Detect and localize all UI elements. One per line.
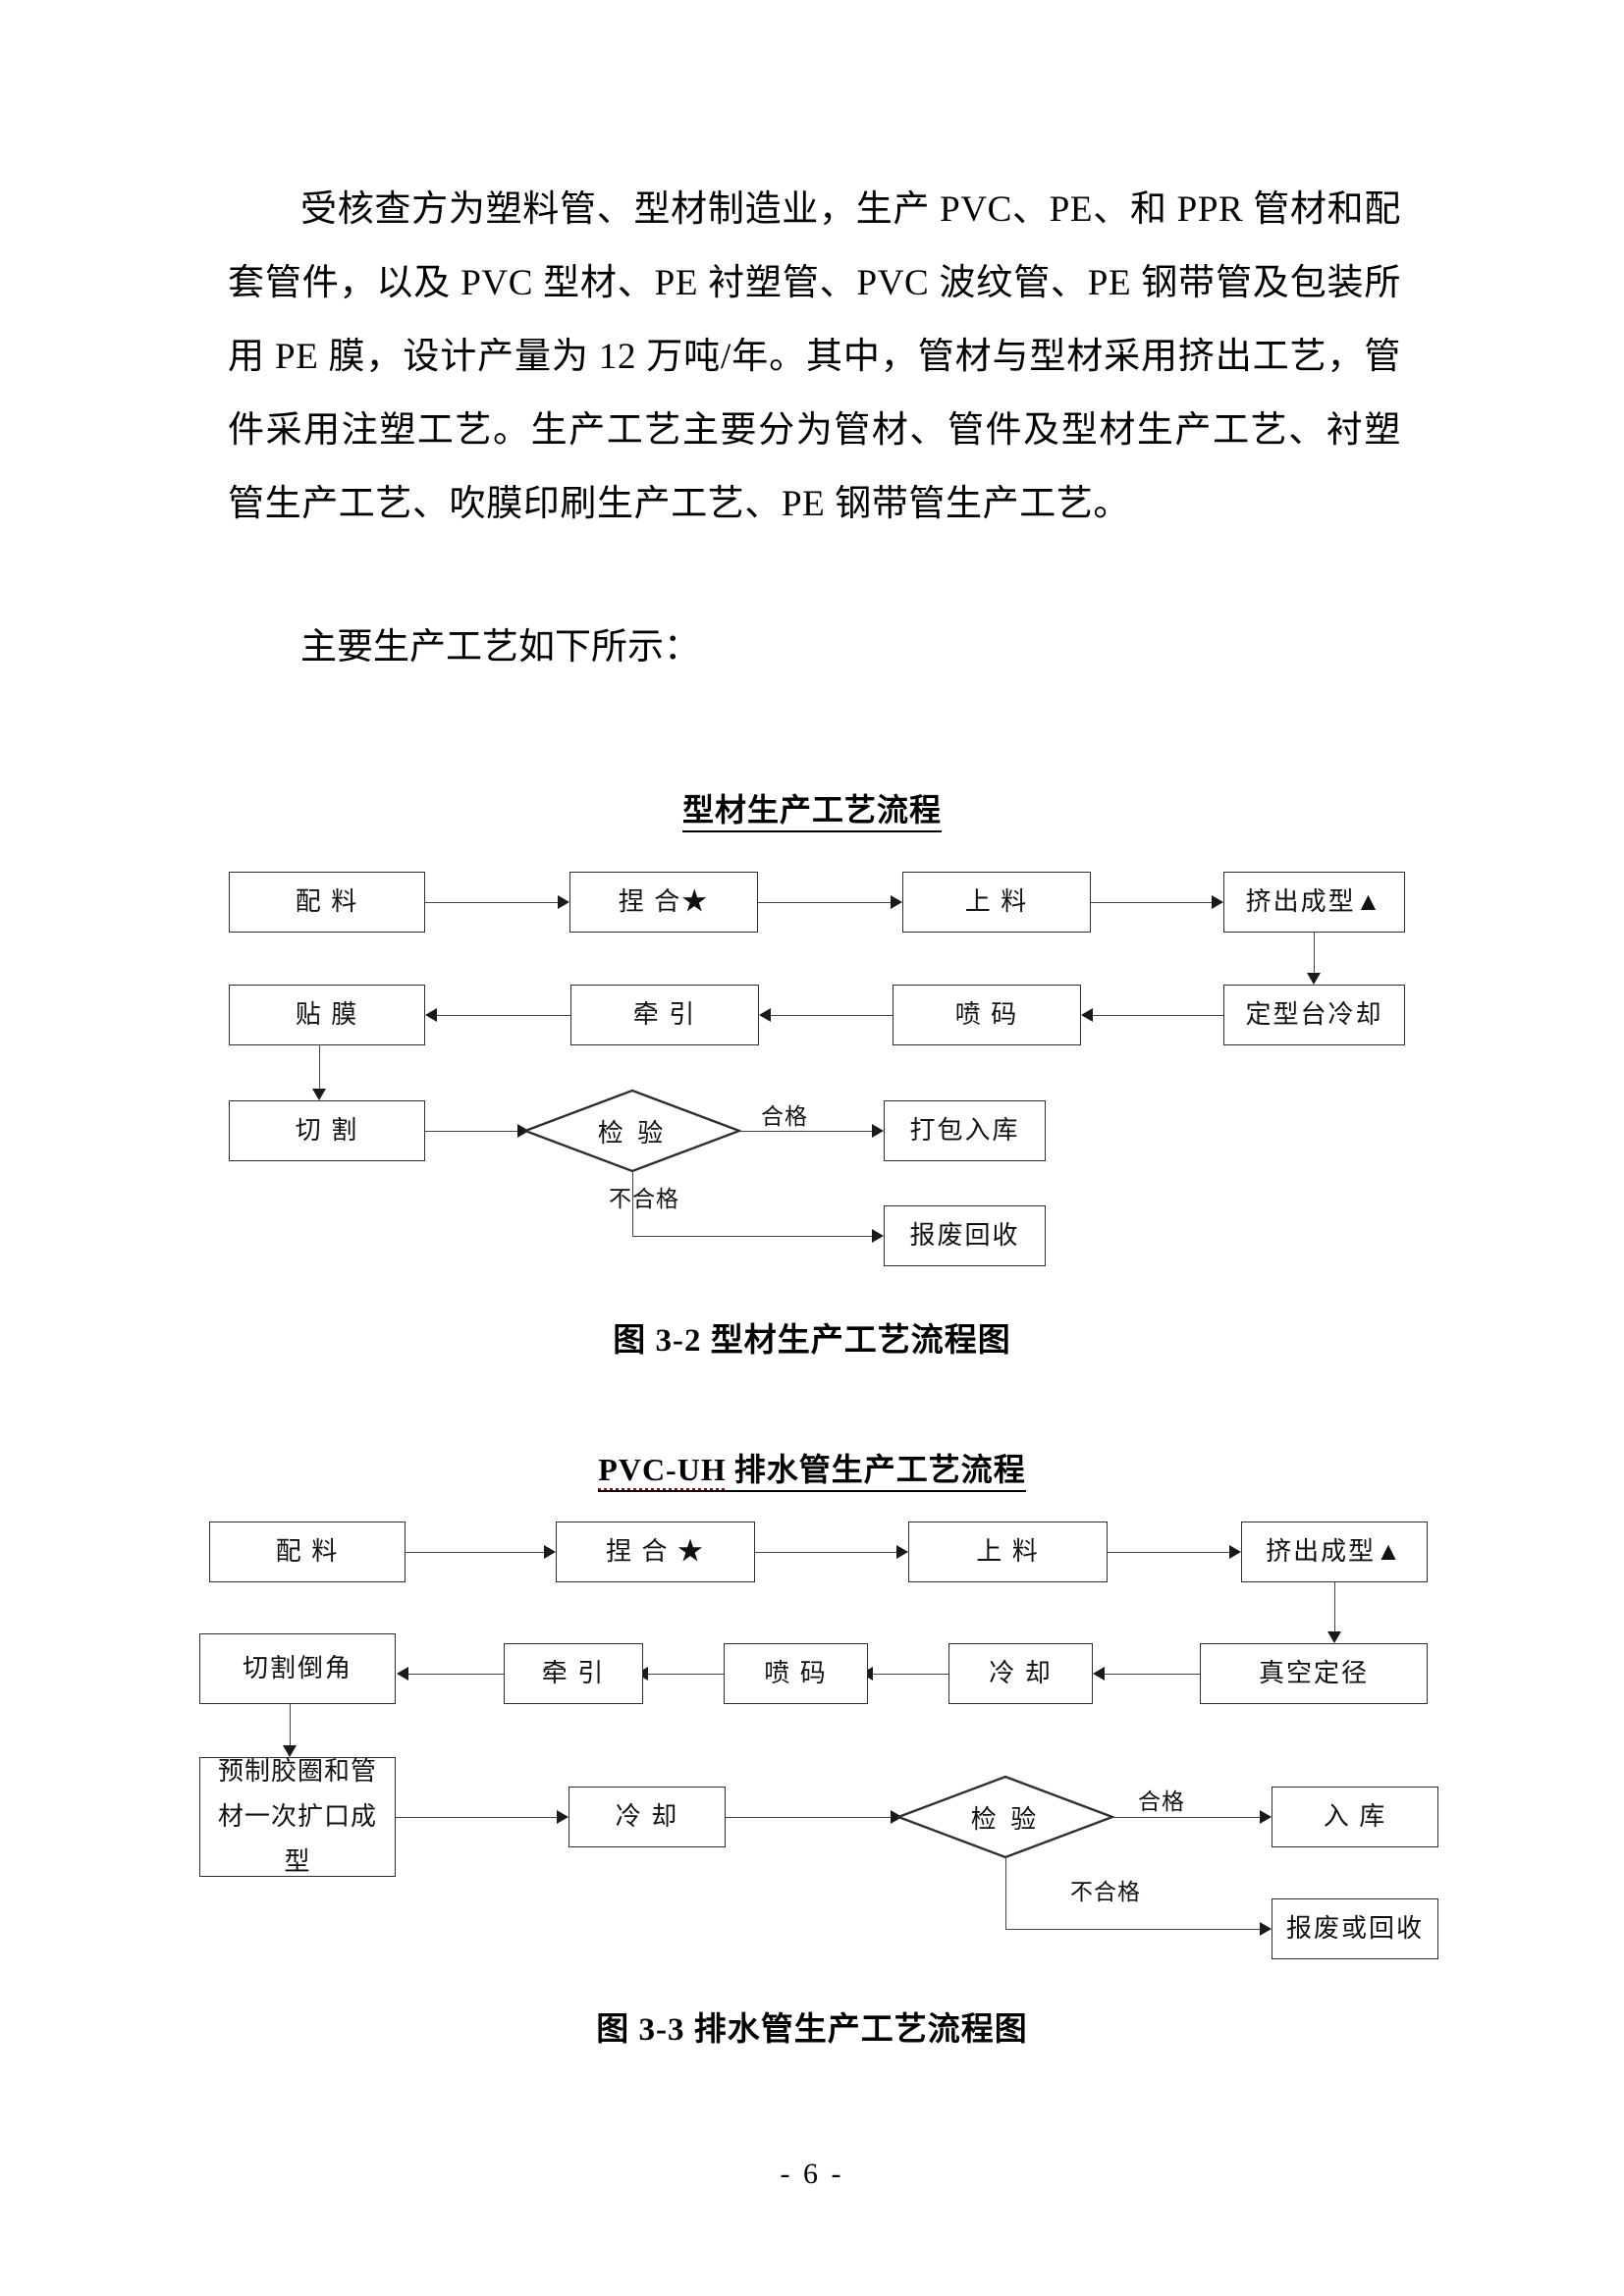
node-niehe-2: 捏 合 ★ <box>556 1522 755 1582</box>
arrow-pass-1-icon <box>872 1124 884 1138</box>
node-jianyan-diamond-2: 检 验 <box>896 1775 1114 1859</box>
edge2-n8-n9 <box>408 1674 504 1675</box>
arrow2-fail-icon <box>1260 1922 1272 1936</box>
paragraph-1-text: 受核查方为塑料管、型材制造业，生产 PVC、PE、和 PPR 管材和配套管件，以… <box>228 189 1401 524</box>
node-qianyin-1: 牵 引 <box>570 985 759 1045</box>
edge2-n4-n5 <box>1334 1582 1335 1633</box>
edge-pass-1 <box>739 1131 874 1132</box>
node-qiege-1: 切 割 <box>229 1100 425 1161</box>
edge2-n10-n11 <box>396 1817 559 1818</box>
arrow2-n3-n4-icon <box>1229 1545 1241 1559</box>
node-jianyan-label-2: 检 验 <box>970 1804 1041 1834</box>
edge-n4-n5 <box>1314 933 1315 975</box>
figure-1-caption: 图 3-2 型材生产工艺流程图 <box>613 1323 1011 1359</box>
edge-n9-n10 <box>425 1131 523 1132</box>
edge2-pass <box>1112 1817 1262 1818</box>
edge2-n9-n10 <box>290 1704 291 1747</box>
edge2-n3-n4 <box>1108 1552 1231 1553</box>
arrow-n1-n2-icon <box>558 895 569 909</box>
edge-n3-n4 <box>1091 902 1214 903</box>
paragraph-1: 受核查方为塑料管、型材制造业，生产 PVC、PE、和 PPR 管材和配套管件，以… <box>228 173 1401 541</box>
node-shangliao-1: 上 料 <box>902 872 1091 933</box>
arrow2-pass-icon <box>1260 1810 1272 1824</box>
node-baofeihuishou-1: 报废回收 <box>884 1205 1046 1266</box>
edge-label-fail-2: 不合格 <box>1070 1880 1141 1904</box>
node-zhenkongdingjing-2: 真空定径 <box>1200 1643 1428 1704</box>
edge-n1-n2 <box>425 902 560 903</box>
arrow-n5-n6-icon <box>1081 1008 1093 1022</box>
edge-n6-n7 <box>771 1015 893 1016</box>
figure-1-title-text: 型材生产工艺流程 <box>681 792 942 832</box>
edge-fail-horiz-1 <box>632 1236 874 1237</box>
node-shangliao-2: 上 料 <box>908 1522 1108 1582</box>
arrow-n3-n4-icon <box>1212 895 1223 909</box>
arrow2-n4-n5-icon <box>1327 1631 1341 1643</box>
node-peiliao-2: 配 料 <box>209 1522 406 1582</box>
arrow-n6-n7-icon <box>759 1008 771 1022</box>
node-qiegedaojiao-2: 切割倒角 <box>199 1633 396 1704</box>
edge-label-fail-1: 不合格 <box>609 1187 679 1211</box>
node-penma-1: 喷 码 <box>893 985 1081 1045</box>
node-ruku-2: 入 库 <box>1272 1787 1438 1847</box>
node-jianyan-diamond-1: 检 验 <box>523 1089 741 1173</box>
arrow-n2-n3-icon <box>891 895 902 909</box>
node-qianyin-2: 牵 引 <box>504 1643 643 1704</box>
node-yuzhi-jiaoquan-2: 预制胶圈和管材一次扩口成型 <box>199 1757 396 1877</box>
edge-label-pass-2: 合格 <box>1138 1789 1185 1814</box>
node-tiemo-1: 贴 膜 <box>229 985 425 1045</box>
edge-n2-n3 <box>758 902 893 903</box>
edge2-n5-n6 <box>1105 1674 1200 1675</box>
paragraph-2: 主要生产工艺如下所示： <box>228 611 1401 684</box>
edge2-n6-n7 <box>873 1674 948 1675</box>
figure-2-caption: 图 3-3 排水管生产工艺流程图 <box>596 2012 1028 2048</box>
arrow2-n2-n3-icon <box>896 1545 908 1559</box>
edge2-fail-vert <box>1005 1857 1006 1929</box>
node-penma-2: 喷 码 <box>724 1643 868 1704</box>
node-lengque-2: 冷 却 <box>948 1643 1093 1704</box>
edge-n8-n9 <box>319 1045 320 1091</box>
arrow2-n1-n2-icon <box>544 1545 556 1559</box>
paragraph-2-text: 主要生产工艺如下所示： <box>300 627 700 667</box>
node-dabaoruku-1: 打包入库 <box>884 1100 1046 1161</box>
arrow-fail-1-icon <box>872 1229 884 1243</box>
node-jianyan-label-1: 检 验 <box>597 1118 668 1148</box>
node-dingxingtai-lengque-1: 定型台冷却 <box>1223 985 1405 1045</box>
arrow2-n5-n6-icon <box>1093 1667 1105 1681</box>
figure-1-flowchart: 型材生产工艺流程 配 料 捏 合★ 上 料 挤出成型▲ 定型台冷却 喷 码 牵 … <box>0 785 1624 1359</box>
arrow-n4-n5-icon <box>1307 973 1321 985</box>
arrow-n7-n8-icon <box>425 1008 437 1022</box>
figure-2-title-prefix: PVC-UH <box>598 1452 727 1492</box>
edge-label-pass-1: 合格 <box>761 1104 808 1129</box>
node-peiliao-1: 配 料 <box>229 872 425 933</box>
arrow2-n10-n11-icon <box>557 1810 568 1824</box>
node-jichuchengxing-1: 挤出成型▲ <box>1223 872 1405 933</box>
edge2-n2-n3 <box>755 1552 898 1553</box>
edge2-n1-n2 <box>406 1552 546 1553</box>
edge2-n11-n12 <box>726 1817 893 1818</box>
page-number: - 6 - <box>780 2158 844 2190</box>
edge2-n7-n8 <box>648 1674 724 1675</box>
figure-2-title-rest: 排水管生产工艺流程 <box>726 1452 1026 1492</box>
arrow2-n9-n10-icon <box>283 1745 297 1757</box>
edge2-fail-horiz <box>1005 1929 1262 1930</box>
figure-1-title: 型材生产工艺流程 <box>0 785 1624 832</box>
node-jichuchengxing-2: 挤出成型▲ <box>1241 1522 1428 1582</box>
edge-n7-n8 <box>437 1015 570 1016</box>
arrow2-n8-n9-icon <box>397 1667 408 1681</box>
edge-n5-n6 <box>1093 1015 1223 1016</box>
node-baofeihuohuishou-2: 报废或回收 <box>1272 1898 1438 1959</box>
arrow-n8-n9-icon <box>312 1089 326 1100</box>
node-niehe-1: 捏 合★ <box>569 872 758 933</box>
edge-fail-vert-1 <box>632 1171 633 1236</box>
node-lengque2-2: 冷 却 <box>568 1787 726 1847</box>
